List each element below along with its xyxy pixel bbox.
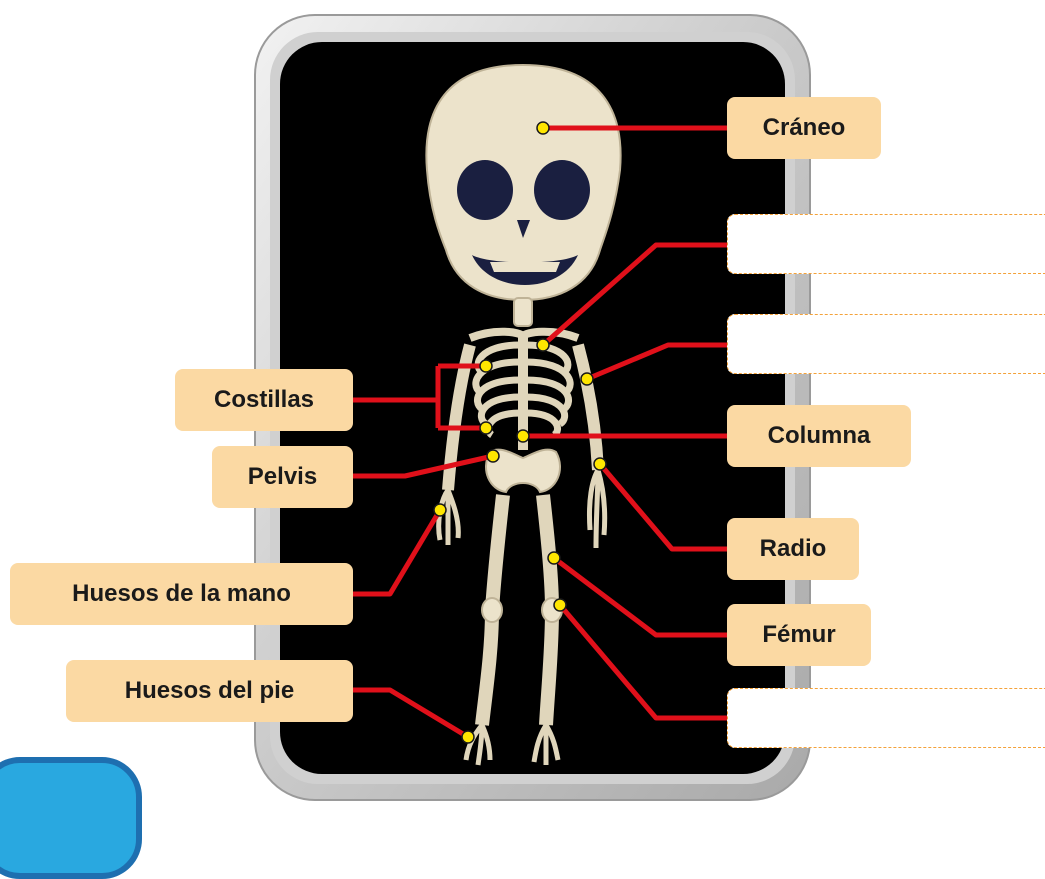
skeleton-diagram <box>254 14 811 801</box>
label-craneo: Cráneo <box>727 97 881 159</box>
marker-costillas-bottom <box>479 421 493 435</box>
leader-femur <box>552 556 728 638</box>
marker-huesos-pie <box>461 730 475 744</box>
label-femur: Fémur <box>727 604 871 666</box>
answer-blank-3[interactable] <box>727 688 1045 748</box>
leader-radio <box>598 462 728 552</box>
leader-huesos-pie <box>352 687 470 740</box>
answer-blank-2[interactable] <box>727 314 1045 374</box>
label-pelvis: Pelvis <box>212 446 353 508</box>
marker-costillas-top <box>479 359 493 373</box>
answer-blank-1[interactable] <box>727 214 1045 274</box>
marker-femur <box>547 551 561 565</box>
marker-columna <box>516 429 530 443</box>
marker-blank-2 <box>580 372 594 386</box>
leader-lines <box>352 125 728 740</box>
leader-huesos-mano <box>352 508 443 597</box>
marker-huesos-mano <box>433 503 447 517</box>
label-radio: Radio <box>727 518 859 580</box>
leader-blank-2 <box>586 342 728 382</box>
label-huesos-pie: Huesos del pie <box>66 660 353 722</box>
marker-blank-1 <box>536 338 550 352</box>
label-columna: Columna <box>727 405 911 467</box>
marker-craneo <box>536 121 550 135</box>
leader-blank-3 <box>558 603 728 721</box>
leader-pelvis <box>352 453 494 479</box>
marker-pelvis <box>486 449 500 463</box>
leader-blank-1 <box>541 242 728 347</box>
leader-costillas <box>352 363 486 431</box>
label-huesos-mano: Huesos de la mano <box>10 563 353 625</box>
xray-panel <box>280 42 785 774</box>
marker-blank-3 <box>553 598 567 612</box>
label-costillas: Costillas <box>175 369 353 431</box>
markers <box>433 121 607 744</box>
skeleton <box>425 63 622 766</box>
corner-badge <box>0 757 142 879</box>
marker-radio <box>593 457 607 471</box>
